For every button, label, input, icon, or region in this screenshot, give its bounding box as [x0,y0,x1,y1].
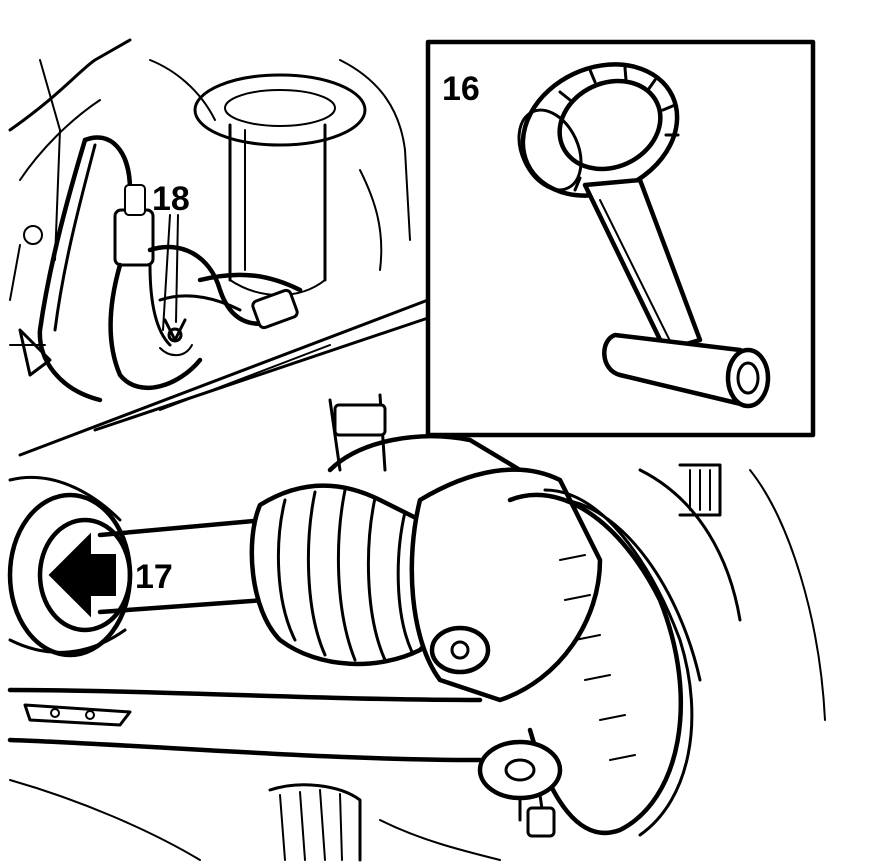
pull-arrow-icon [48,532,116,618]
brake-hose [9,135,303,403]
callout-17: 17 [135,558,173,596]
spanner-tool [517,62,771,409]
wheel-hub [327,393,826,837]
body-structure [8,38,411,301]
lower-control-arm [7,687,563,838]
lower-components [9,779,501,862]
callout-16: 16 [442,70,480,108]
shock-absorber [193,73,367,296]
hose-clip [159,318,193,357]
inset-pointer-lines [18,298,430,457]
clip-leader-lines [162,214,179,331]
callout-18: 18 [152,180,190,218]
